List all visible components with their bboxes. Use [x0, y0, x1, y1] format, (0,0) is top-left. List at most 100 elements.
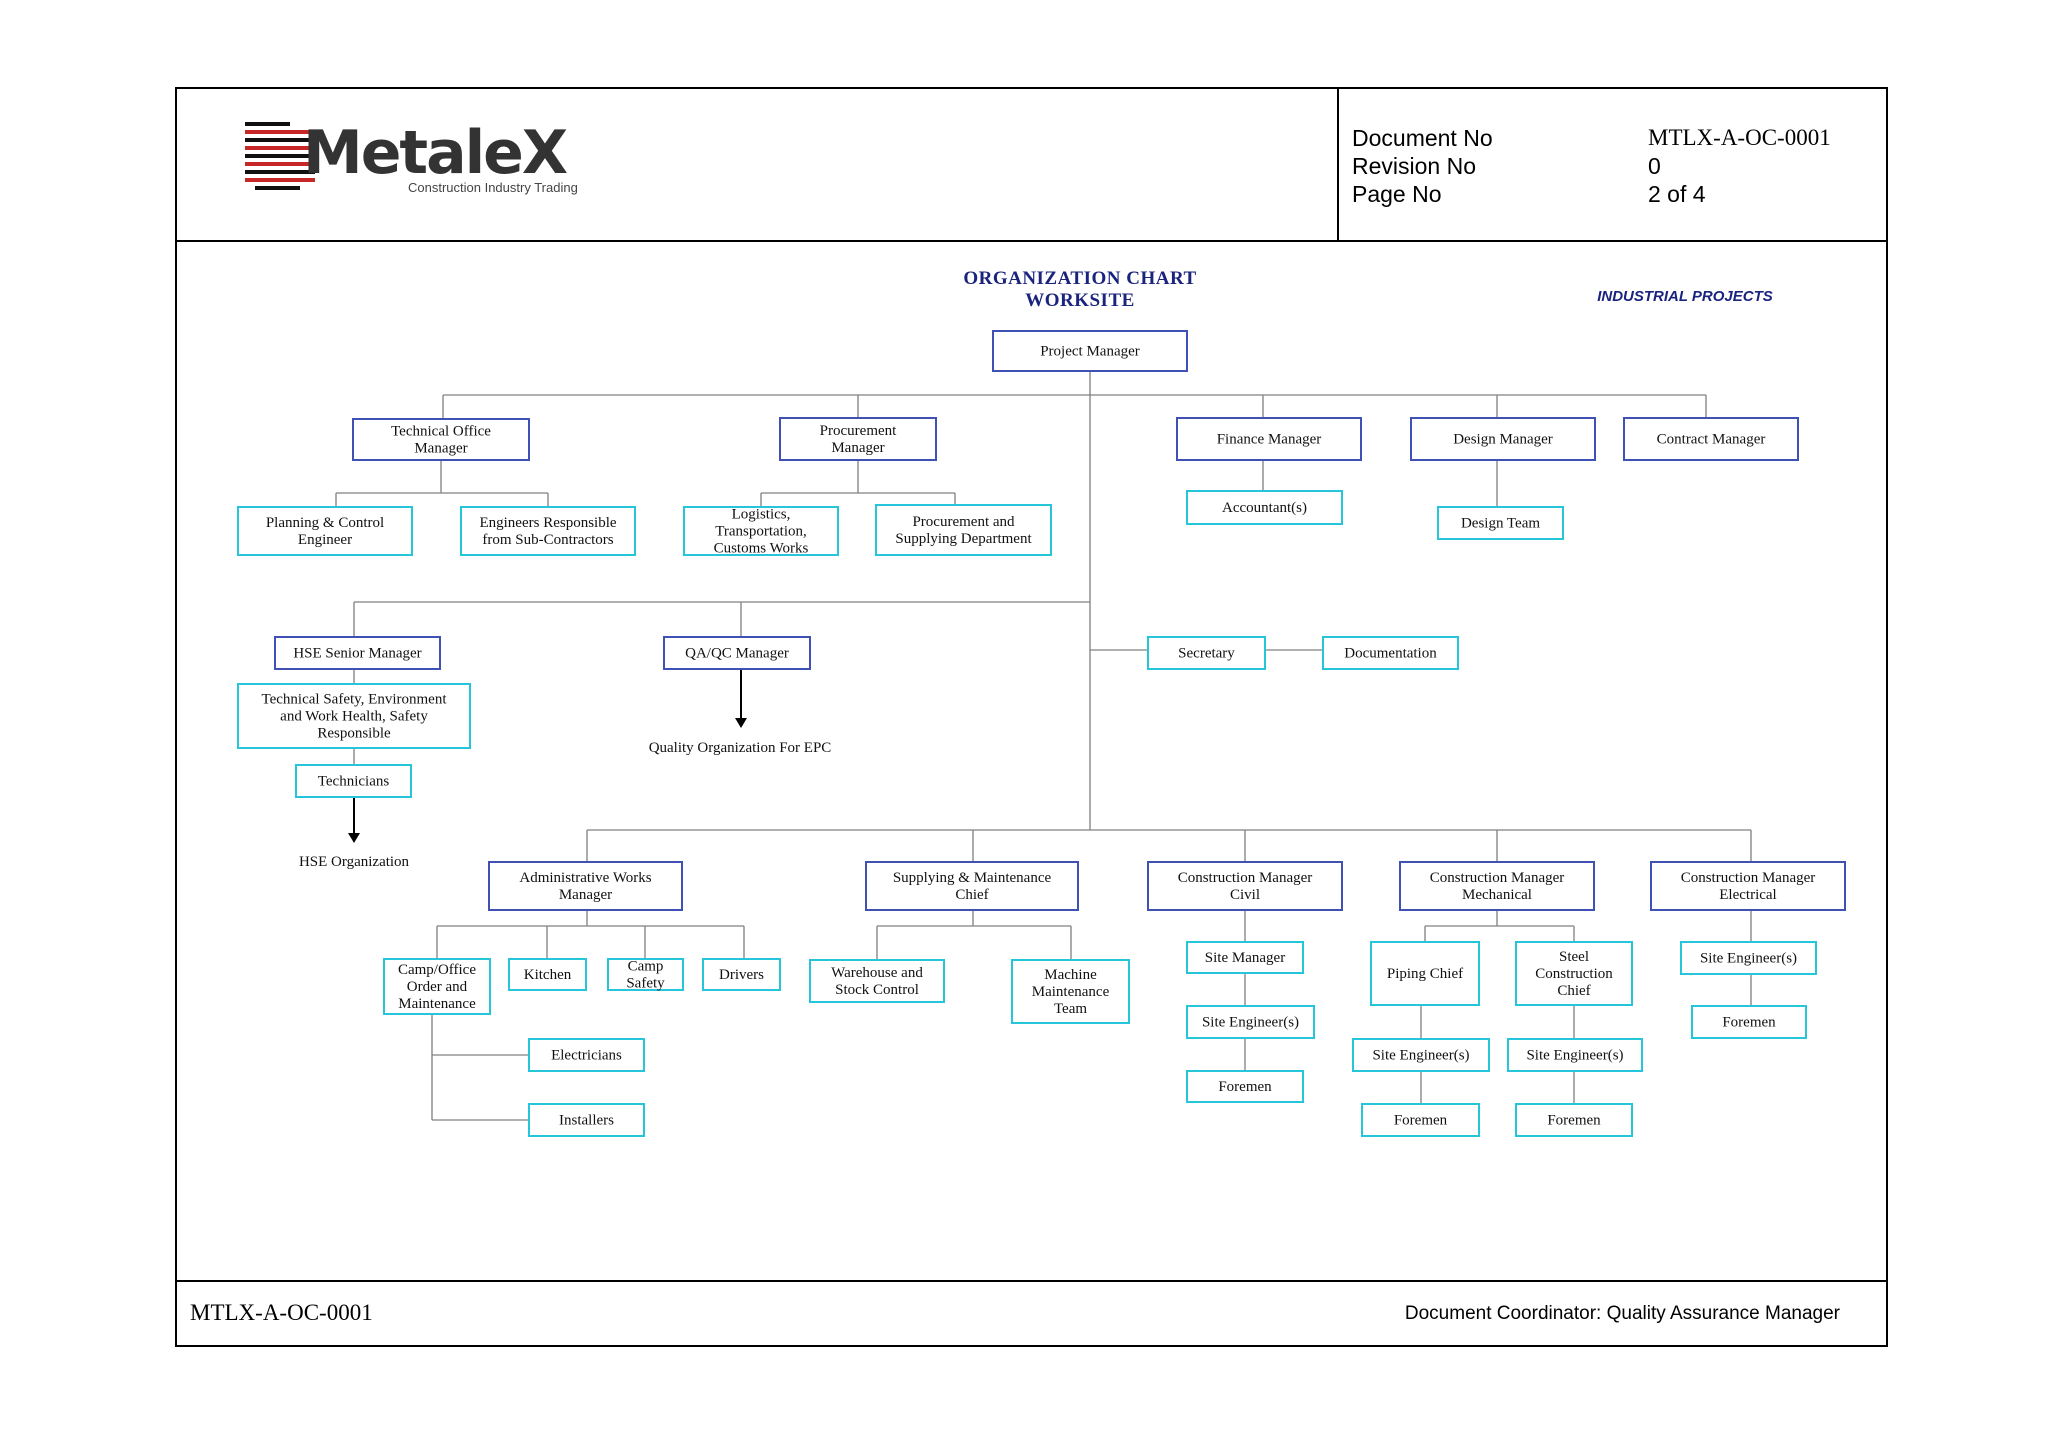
org-node-label: Installers — [559, 1113, 614, 1129]
org-node-box — [809, 959, 945, 1003]
org-node-ins: Installers — [528, 1103, 645, 1137]
org-node-label: Electrical — [1719, 887, 1776, 903]
org-node-fore: Foremen — [1691, 1005, 1807, 1039]
org-node-qa: QA/QC Manager — [663, 636, 811, 670]
org-node-box — [607, 958, 684, 991]
org-node-label: Civil — [1230, 887, 1260, 903]
org-node-label: Responsible — [317, 726, 391, 742]
org-node-sep: Site Engineer(s) — [1352, 1038, 1490, 1072]
chart-title: ORGANIZATION CHART WORKSITE — [900, 268, 1260, 312]
document-no-value: MTLX-A-OC-0001 — [1648, 125, 1831, 150]
org-node-box — [508, 958, 587, 991]
org-node-box — [295, 764, 412, 798]
footer-coordinator: Document Coordinator: Quality Assurance … — [1404, 1303, 1840, 1324]
org-node-label: Technical Office — [391, 424, 491, 440]
org-node-label: Technicians — [318, 774, 390, 790]
org-node-box — [1410, 417, 1596, 461]
company-logo: MetaleX Construction Industry Trading — [245, 118, 605, 198]
org-node-label: Contract Manager — [1657, 432, 1766, 448]
org-node-label: Foremen — [1547, 1113, 1601, 1129]
org-node-pm: Project Manager — [992, 330, 1188, 372]
logo-stripes-icon — [245, 122, 315, 190]
org-node-box — [683, 506, 839, 556]
org-node-label: Design Manager — [1453, 432, 1553, 448]
org-node-box — [274, 636, 441, 670]
org-node-label: Drivers — [719, 967, 764, 983]
org-node-box — [1361, 1103, 1480, 1137]
org-node-box — [702, 958, 781, 991]
org-node-label: Technical Safety, Environment — [262, 692, 448, 708]
org-node-box — [992, 330, 1188, 372]
org-node-box — [875, 504, 1052, 556]
org-node-label: Safety — [626, 976, 665, 992]
org-node-box — [383, 958, 491, 1015]
org-node-pip: Piping Chief — [1370, 941, 1480, 1006]
org-node-box — [1186, 1005, 1315, 1039]
document-no-label: Document No — [1352, 125, 1493, 151]
org-node-smc: Site Manager — [1186, 941, 1304, 974]
org-node-dteam: Design Team — [1437, 506, 1564, 540]
org-node-sec1: Site Engineer(s) — [1186, 1005, 1315, 1039]
org-node-label: Planning & Control — [266, 515, 384, 531]
org-node-tech: Technicians — [295, 764, 412, 798]
org-label-hseorg: HSE Organization — [299, 854, 410, 870]
org-node-kit: Kitchen — [508, 958, 587, 991]
org-node-label: HSE Senior Manager — [293, 646, 421, 662]
org-node-label: Logistics, — [732, 507, 791, 523]
org-node-label: Secretary — [1178, 646, 1235, 662]
org-node-fors: Foremen — [1515, 1103, 1633, 1137]
org-node-label: and Work Health, Safety — [280, 709, 428, 725]
org-node-label: Manager — [414, 441, 467, 457]
org-node-ele: Electricians — [528, 1038, 645, 1072]
org-node-label: Supplying Department — [895, 531, 1032, 547]
org-node-box — [1147, 636, 1266, 670]
org-node-label: Order and — [407, 979, 468, 995]
org-node-log: Logistics,Transportation,Customs Works — [683, 506, 839, 557]
page-no-label: Page No — [1352, 181, 1442, 207]
org-node-box — [488, 861, 683, 911]
org-node-label: Construction Manager — [1430, 870, 1565, 886]
arrow-to-hse-org-icon-head — [348, 833, 360, 843]
org-node-doc: Documentation — [1322, 636, 1459, 670]
header-divider — [1337, 87, 1339, 242]
org-node-label: Warehouse and — [831, 965, 923, 981]
org-node-label: Foremen — [1218, 1079, 1272, 1095]
org-node-box — [1322, 636, 1459, 670]
org-node-fin: Finance Manager — [1176, 417, 1362, 461]
org-node-box — [1515, 941, 1633, 1006]
org-node-con: Contract Manager — [1623, 417, 1799, 461]
org-node-label: Chief — [1557, 983, 1590, 999]
org-node-forp: Foremen — [1361, 1103, 1480, 1137]
chart-subtitle: INDUSTRIAL PROJECTS — [1597, 288, 1773, 305]
org-node-label: Procurement — [820, 423, 897, 439]
org-node-label: from Sub-Contractors — [482, 532, 613, 548]
org-node-label: Construction Manager — [1681, 870, 1816, 886]
org-node-label: Maintenance — [1032, 984, 1110, 1000]
org-node-label: Procurement and — [912, 514, 1015, 530]
org-node-label: Manager — [559, 887, 612, 903]
org-node-box — [663, 636, 811, 670]
org-node-label: Foremen — [1722, 1015, 1776, 1031]
org-node-label: Piping Chief — [1387, 966, 1463, 982]
revision-no-value: 0 — [1648, 153, 1661, 179]
footer-document-code: MTLX-A-OC-0001 — [190, 1300, 373, 1325]
org-node-label: Engineers Responsible — [479, 515, 616, 531]
org-node-forc: Foremen — [1186, 1070, 1304, 1103]
connector-lines — [335, 371, 1752, 1121]
org-node-box — [460, 506, 636, 556]
org-node-label: Site Manager — [1205, 950, 1285, 966]
org-node-box — [1680, 941, 1817, 975]
org-node-box — [1507, 1038, 1643, 1072]
arrow-to-quality-org-icon-head — [735, 718, 747, 728]
